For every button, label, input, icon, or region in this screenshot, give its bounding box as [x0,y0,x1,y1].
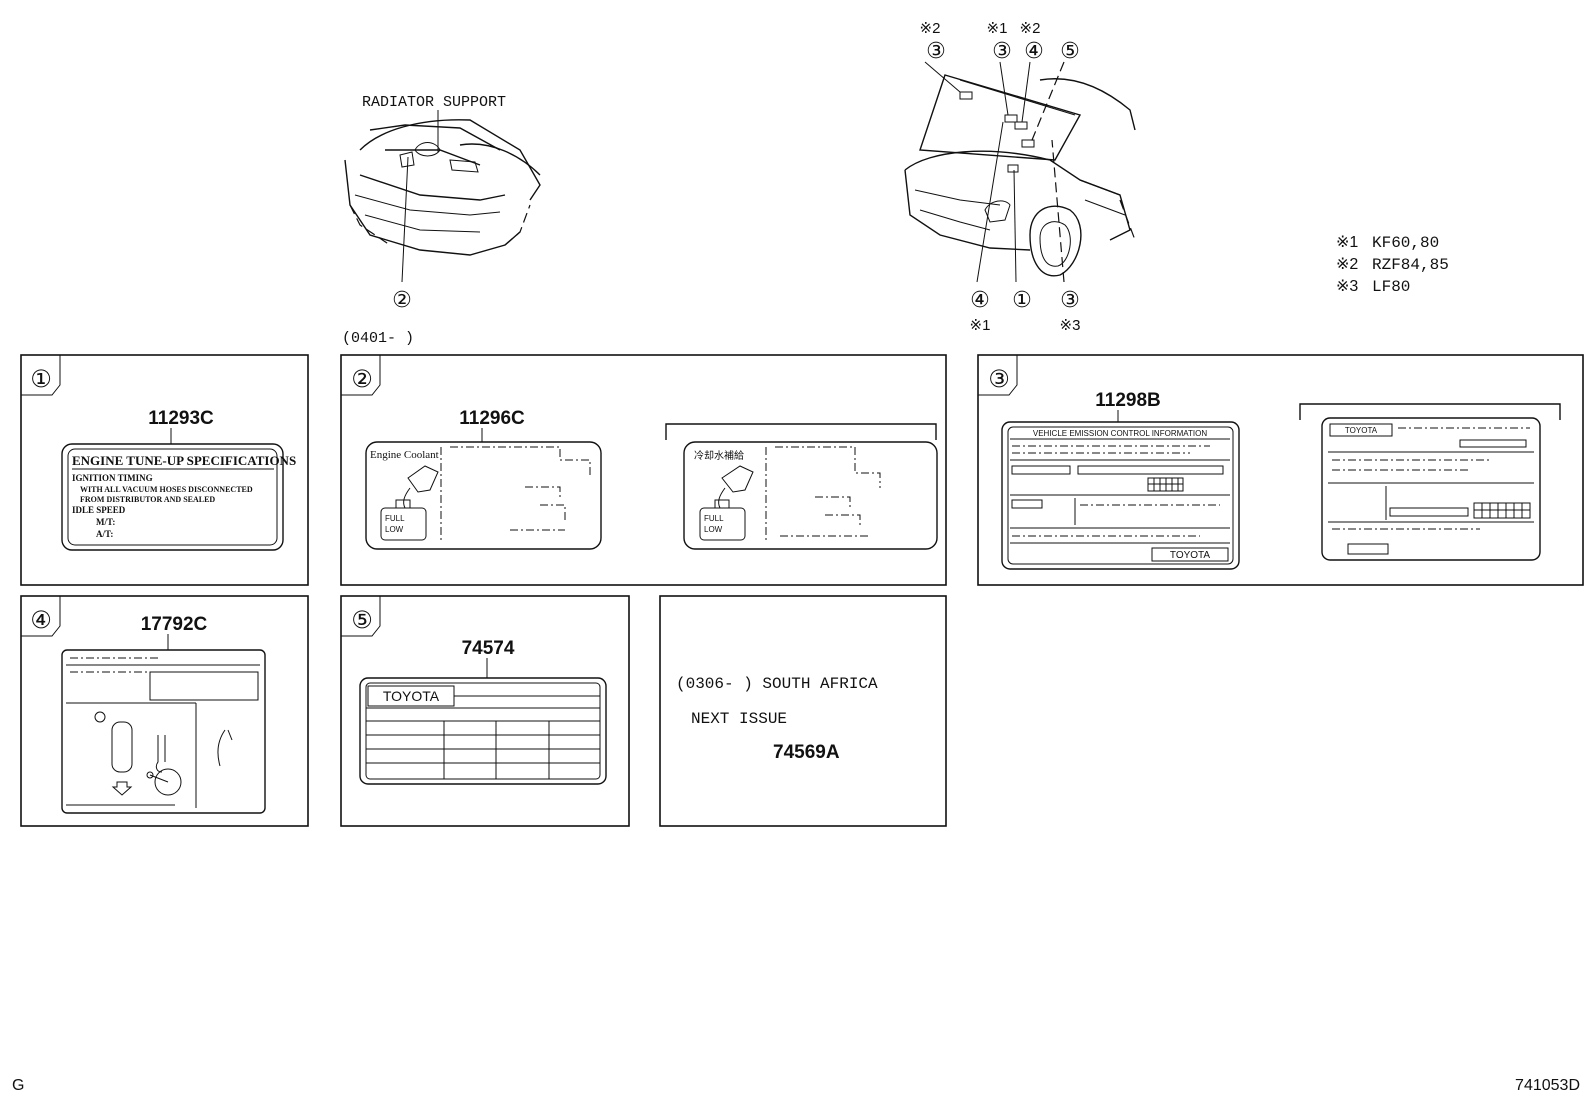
panel-5-callout: ⑤ [351,607,373,634]
legend-mark-1: ※1 [1336,234,1358,251]
callout-1-a: ① [1012,287,1032,312]
coolant-label-jp: 冷却水補給 [694,449,744,462]
coolant-low-en: LOW [385,525,404,534]
part-number-74574: 74574 [462,638,515,659]
callout-4-a: ④ [1024,38,1044,63]
panel-3-emission-labels: ③ 11298B VEHICLE EMISSION CONTROL INFORM… [977,354,1584,586]
coolant-low-jp: LOW [704,525,723,534]
tune-up-line-1: IGNITION TIMING [72,473,153,483]
radiator-support-label: RADIATOR SUPPORT [362,94,506,111]
tune-up-line-6: A/T: [96,529,113,539]
callout-2-car-left: ② [392,287,412,312]
corner-code-left: G [12,1077,24,1094]
legend-mark-3: ※3 [1336,278,1358,295]
coolant-full-jp: FULL [704,514,724,523]
part-number-11298B: 11298B [1095,390,1161,411]
panel-3-callout: ③ [988,366,1010,393]
mark-3-a: ※3 [1060,317,1081,334]
tune-up-title: ENGINE TUNE-UP SPECIFICATIONS [72,453,296,468]
tune-up-line-4: IDLE SPEED [72,505,126,515]
mark-2-a: ※2 [920,20,941,37]
callout-3-c: ③ [1060,287,1080,312]
panel-1-tune-up-label: ① 11293C ENGINE TUNE-UP SPECIFICATIONS I… [20,354,309,586]
part-number-11293C: 11293C [148,408,214,429]
emission-toyota: TOYOTA [1170,550,1211,561]
mark-1-a: ※1 [987,20,1008,37]
mark-1-b: ※1 [970,317,991,334]
legend-text-3: LF80 [1372,278,1410,296]
panel-2-coolant-labels: ② 11296C Engine Coolant FULL LOW 冷却水補給 F… [340,354,947,586]
model-legend: ※1 KF60,80 ※2 RZF84,85 ※3 LF80 [1336,234,1449,296]
panel-2-callout: ② [351,366,373,393]
panel-4-callout: ④ [30,607,52,634]
car-hood-open-illustration [904,74,1136,277]
callout-5-a: ⑤ [1060,38,1080,63]
panel-4-label: ④ 17792C [20,595,309,827]
part-number-17792C: 17792C [141,614,208,635]
tune-up-line-5: M/T: [96,517,115,527]
callout-4-b: ④ [970,287,990,312]
emission-toyota-2: TOYOTA [1345,426,1378,435]
legend-mark-2: ※2 [1336,256,1358,273]
callout-3-a: ③ [926,38,946,63]
legend-text-1: KF60,80 [1372,234,1439,252]
next-issue-label: NEXT ISSUE [691,710,787,728]
label-toyota-74574: TOYOTA [383,688,440,704]
legend-text-2: RZF84,85 [1372,256,1449,274]
car-front-illustration [344,119,541,256]
part-number-11296C: 11296C [459,408,525,429]
panel-5-label: ⑤ 74574 TOYOTA [340,595,630,827]
panel-next-issue: (0306- ) SOUTH AFRICA NEXT ISSUE 74569A [659,595,947,827]
diagram-number: 741053D [1515,1077,1580,1094]
panel-1-callout: ① [30,366,52,393]
date-range-0401: (0401- ) [342,330,414,347]
callout-3-b: ③ [992,38,1012,63]
tune-up-line-2: WITH ALL VACUUM HOSES DISCONNECTED [80,485,253,494]
tune-up-line-3: FROM DISTRIBUTOR AND SEALED [80,495,215,504]
emission-title: VEHICLE EMISSION CONTROL INFORMATION [1033,429,1207,438]
mark-2-b: ※2 [1020,20,1041,37]
coolant-full-en: FULL [385,514,405,523]
part-number-74569A: 74569A [773,742,840,763]
date-range-0306: (0306- ) SOUTH AFRICA [676,675,878,693]
coolant-label-en: Engine Coolant [370,449,439,461]
